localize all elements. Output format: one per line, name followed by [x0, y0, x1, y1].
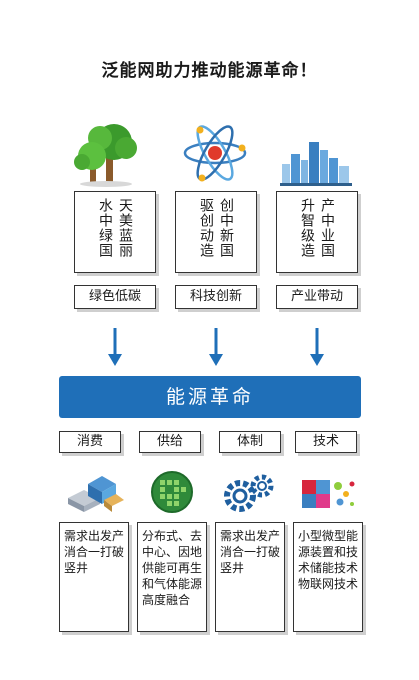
bottom-card-consumption: 需求出发产消合一打破竖井	[59, 522, 129, 632]
atom-icon	[180, 118, 250, 188]
top-card-text: 天美蓝丽水中绿国	[97, 198, 133, 258]
top-card-text: 创中新国驱创动造	[198, 198, 234, 258]
bottom-card-system: 需求出发产消合一打破竖井	[215, 522, 285, 632]
bottom-card-text: 小型微型能源装置和技术储能技术物联网技术	[298, 529, 359, 591]
bottom-card-supply: 分布式、去中心、因地供能可再生和气体能源高度融合	[137, 522, 207, 632]
bottom-card-technology: 小型微型能源装置和技术储能技术物联网技术	[293, 522, 363, 632]
down-arrow-icon	[209, 328, 223, 366]
down-arrow-icon	[108, 328, 122, 366]
energy-revolution-banner: 能源革命	[59, 376, 361, 418]
tag-tech-innovation: 科技创新	[175, 285, 257, 309]
tag-industry-drive: 产业带动	[276, 285, 358, 309]
top-card-industry: 产中业国升智级造	[276, 191, 358, 273]
buildings-icon	[64, 470, 126, 514]
puzzle-icon	[298, 472, 360, 516]
top-card-green: 天美蓝丽水中绿国	[74, 191, 156, 273]
gears-icon	[222, 474, 274, 514]
label-system: 体制	[219, 431, 281, 453]
down-arrow-icon	[310, 328, 324, 366]
bottom-card-text: 需求出发产消合一打破竖井	[64, 529, 125, 575]
city-skyline-icon	[280, 138, 352, 186]
bottom-card-text: 需求出发产消合一打破竖井	[220, 529, 281, 575]
page-title: 泛能网助力推动能源革命！	[101, 61, 318, 81]
top-card-text: 产中业国升智级造	[299, 198, 335, 258]
label-supply: 供给	[139, 431, 201, 453]
label-technology: 技术	[295, 431, 357, 453]
globe-icon	[150, 470, 194, 514]
top-card-tech: 创中新国驱创动造	[175, 191, 257, 273]
tree-icon	[70, 118, 142, 188]
tag-green-low-carbon: 绿色低碳	[74, 285, 156, 309]
bottom-card-text: 分布式、去中心、因地供能可再生和气体能源高度融合	[142, 529, 203, 607]
label-consumption: 消费	[59, 431, 121, 453]
